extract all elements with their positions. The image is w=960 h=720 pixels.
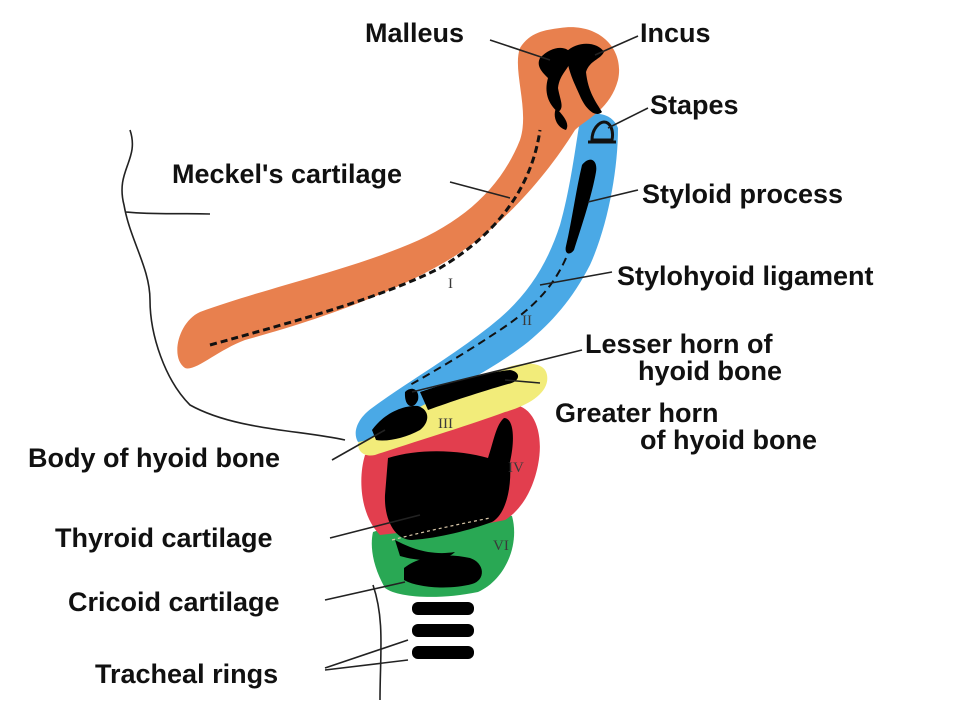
styloid-process-shape xyxy=(565,159,597,254)
greater-horn-shape xyxy=(420,370,519,410)
label-lesser-horn-line1: Lesser horn of xyxy=(585,329,774,359)
label-cricoid-cartilage: Cricoid cartilage xyxy=(68,587,280,617)
malleus-shape xyxy=(538,47,572,112)
leader-body-hyoid xyxy=(331,429,386,461)
thyroid-lower-lip xyxy=(395,540,455,561)
malleus-handle xyxy=(554,108,568,130)
arch-numeral-1: I xyxy=(448,276,453,292)
tracheal-ring-2 xyxy=(412,624,474,637)
label-stylohyoid-ligament: Stylohyoid ligament xyxy=(617,261,874,291)
leader-cricoid xyxy=(324,581,406,601)
label-meckels-cartilage: Meckel's cartilage xyxy=(172,159,402,189)
stapes-shape xyxy=(590,120,614,142)
tracheal-ring-1 xyxy=(412,602,474,615)
label-stapes: Stapes xyxy=(650,90,739,120)
leader-thyroid xyxy=(329,514,421,539)
mouth-line xyxy=(125,211,211,215)
leader-malleus xyxy=(489,39,551,61)
face-outline xyxy=(121,129,346,441)
label-lesser-horn-line2: hyoid bone xyxy=(638,356,782,386)
label-styloid-process: Styloid process xyxy=(642,179,843,209)
leader-styloid xyxy=(587,189,639,203)
label-incus: Incus xyxy=(640,18,711,48)
leader-incus xyxy=(594,35,639,56)
cricoid-cartilage-shape xyxy=(404,555,482,588)
incus-shape xyxy=(566,43,604,115)
leader-lesser-horn xyxy=(411,349,583,393)
label-malleus: Malleus xyxy=(365,18,464,48)
leader-stapes xyxy=(607,107,649,129)
neck-line xyxy=(372,584,382,701)
arch-numeral-3: III xyxy=(438,416,453,432)
tracheal-ring-3 xyxy=(412,646,474,659)
leader-meckels xyxy=(449,181,511,199)
lesser-horn-shape xyxy=(404,388,419,407)
thyroid-cartilage-shape xyxy=(384,418,513,540)
label-greater-horn-line2: of hyoid bone xyxy=(640,425,817,455)
label-thyroid-cartilage: Thyroid cartilage xyxy=(55,523,273,553)
label-greater-horn-line1: Greater horn xyxy=(555,398,719,428)
arch-numeral-4: IV xyxy=(508,460,524,476)
label-body-of-hyoid-bone: Body of hyoid bone xyxy=(28,443,280,473)
label-tracheal-rings: Tracheal rings xyxy=(95,659,278,689)
thyroid-cricoid-dotted-line xyxy=(391,517,491,541)
meckels-cartilage-line xyxy=(209,129,542,347)
stylohyoid-ligament-line xyxy=(409,257,567,386)
hyoid-body-shape xyxy=(372,405,428,441)
arch-numeral-2: II xyxy=(522,313,532,329)
leader-greater-horn xyxy=(504,379,541,384)
leader-lines xyxy=(324,35,649,671)
arch2-region xyxy=(355,113,618,442)
leader-tracheal-2 xyxy=(324,659,409,671)
leader-tracheal-1 xyxy=(324,639,409,669)
arch-numeral-6: VI xyxy=(493,538,509,554)
leader-stylohyoid xyxy=(539,271,613,286)
